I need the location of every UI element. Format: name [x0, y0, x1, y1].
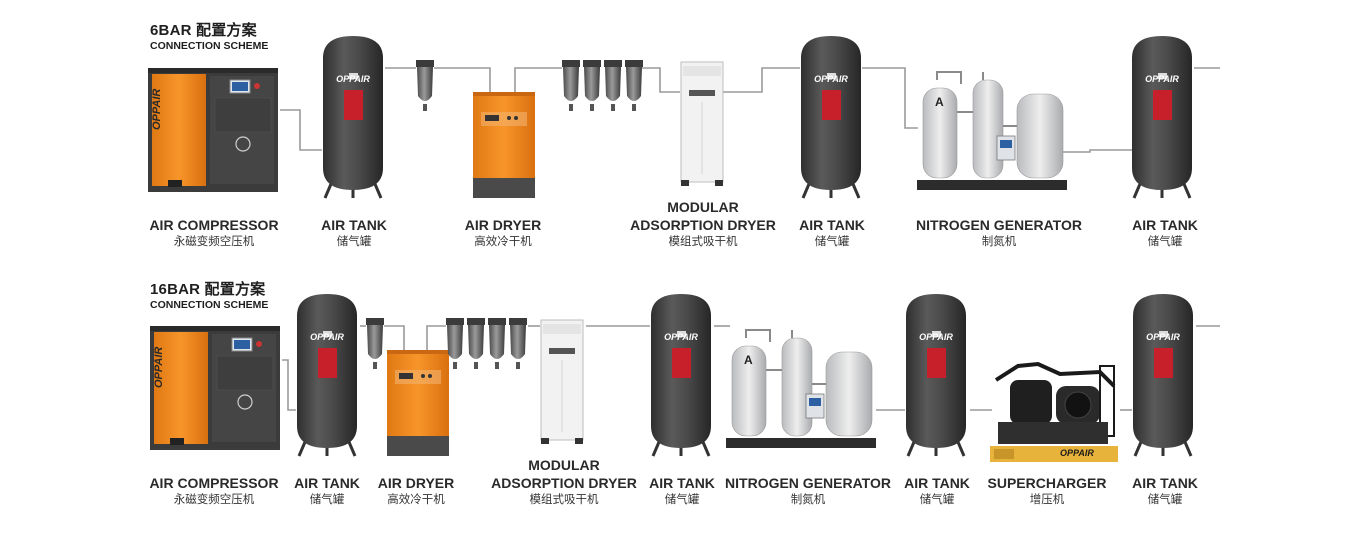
label-air-tank: AIR TANK 储气罐	[904, 475, 970, 506]
pipes-row-6bar	[280, 67, 1220, 153]
scheme-subtitle: CONNECTION SCHEME	[150, 40, 269, 52]
nitrogen-generator-icon	[725, 329, 877, 449]
label-air-tank: AIR TANK 储气罐	[649, 475, 715, 506]
brand-text: OPPAIR	[151, 89, 163, 130]
filter-group-icon	[562, 60, 643, 111]
air-dryer-icon	[387, 350, 449, 456]
scheme-subtitle: CONNECTION SCHEME	[150, 299, 269, 311]
label-air-tank: AIR TANK 储气罐	[1132, 475, 1198, 506]
air-compressor-icon	[147, 67, 279, 193]
label-adsorption-dryer: MODULAR ADSORPTION DRYER 模组式吸干机	[630, 199, 776, 248]
supercharger-icon	[988, 362, 1120, 464]
air-tank-icon	[295, 292, 359, 458]
air-tank-icon	[321, 34, 385, 200]
air-tank-icon	[649, 292, 713, 458]
label-air-tank: AIR TANK 储气罐	[321, 217, 387, 248]
row-title-6bar: 6BAR 配置方案 CONNECTION SCHEME	[150, 22, 268, 53]
air-tank-icon	[1131, 292, 1195, 458]
label-adsorption-dryer: MODULAR ADSORPTION DRYER 模组式吸干机	[491, 457, 637, 506]
scheme-title: 16BAR 配置方案	[150, 281, 266, 298]
label-nitrogen-generator: NITROGEN GENERATOR 制氮机	[916, 217, 1082, 248]
label-air-tank: AIR TANK 储气罐	[799, 217, 865, 248]
label-air-dryer: AIR DRYER 高效冷干机	[377, 475, 455, 506]
label-supercharger: SUPERCHARGER 增压机	[987, 475, 1107, 506]
air-dryer-icon	[473, 92, 535, 198]
scheme-title: 6BAR 配置方案	[150, 22, 257, 39]
air-compressor-icon	[149, 325, 281, 451]
air-tank-icon	[904, 292, 968, 458]
air-tank-icon	[799, 34, 863, 200]
air-tank-icon	[1130, 34, 1194, 200]
row-title-16bar: 16BAR 配置方案 CONNECTION SCHEME	[150, 281, 268, 312]
nitrogen-generator-icon	[916, 71, 1068, 191]
adsorption-dryer-icon	[680, 61, 724, 187]
label-air-dryer: AIR DRYER 高效冷干机	[464, 217, 542, 248]
brand-text: OPPAIR	[153, 347, 165, 388]
filter-icon	[416, 60, 434, 111]
label-air-compressor: AIR COMPRESSOR 永磁变频空压机	[149, 217, 279, 248]
filter-icon	[366, 318, 384, 369]
label-air-tank: AIR TANK 储气罐	[1132, 217, 1198, 248]
pipes-row-16bar	[282, 325, 1220, 411]
adsorption-dryer-icon	[540, 319, 584, 445]
label-air-tank: AIR TANK 储气罐	[294, 475, 360, 506]
label-air-compressor: AIR COMPRESSOR 永磁变频空压机	[149, 475, 279, 506]
filter-group-icon	[446, 318, 527, 369]
label-nitrogen-generator: NITROGEN GENERATOR 制氮机	[725, 475, 891, 506]
